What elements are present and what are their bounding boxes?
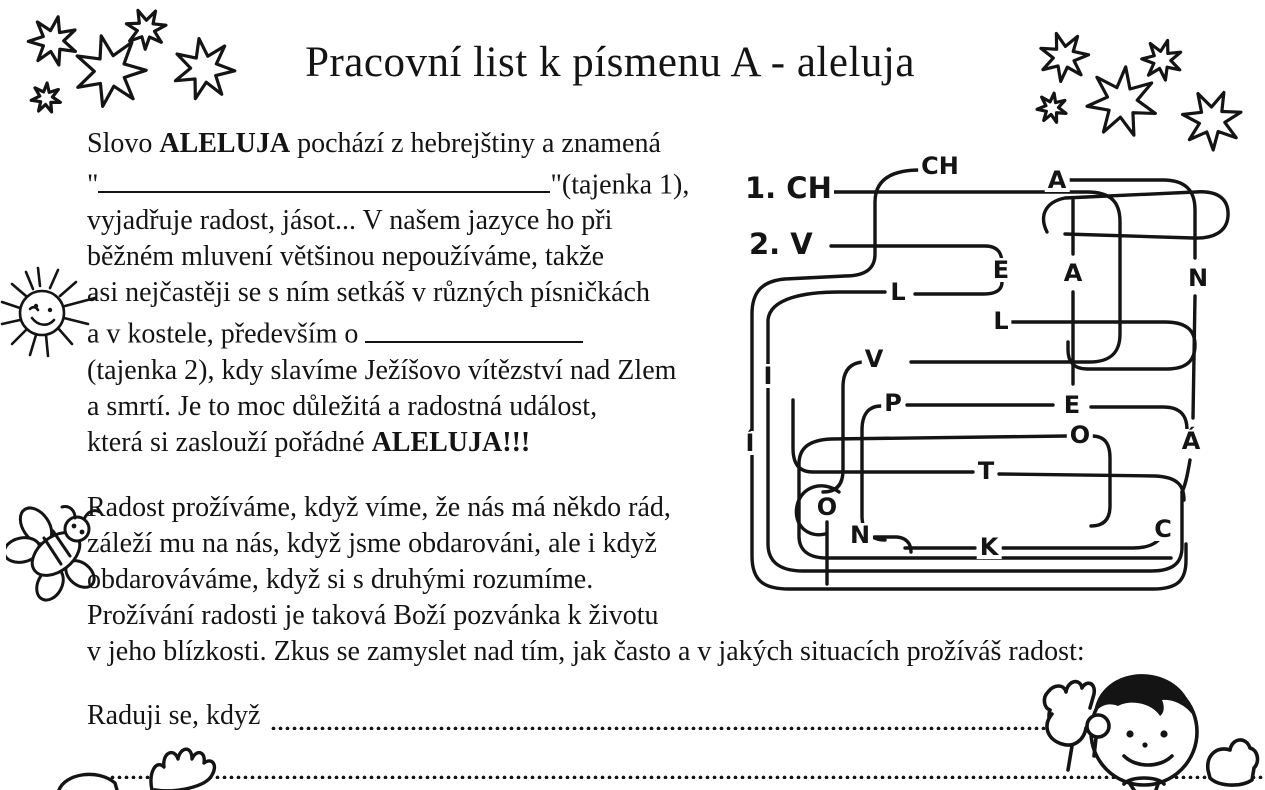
radost-paragraph: Radost prožíváme, když víme, že nás má n… <box>87 490 1085 670</box>
intro-line-7: (tajenka 2), kdy slavíme Ježíšovo vítězs… <box>87 354 677 386</box>
intro-line-2: ""(tajenka 1), <box>87 162 689 203</box>
answer-blank-1 <box>98 162 551 194</box>
radost-line-3: obdarováváme, když si s druhými rozumíme… <box>87 564 594 595</box>
maze-letter-13-Á: Á <box>1178 429 1204 453</box>
intro-line-9: která si zaslouží pořádné ALELUJA!!! <box>87 426 531 458</box>
maze-start-label-1: 1. CH <box>743 171 834 205</box>
fill-in-prompt: Raduji se, když <box>87 700 261 731</box>
smiling-sun-icon <box>0 266 97 358</box>
maze-letter-7-V: V <box>861 347 887 371</box>
answer-blank-2 <box>365 311 584 343</box>
dotted-answer-line-1 <box>270 725 1062 730</box>
maze-letter-2-E: E <box>989 258 1013 282</box>
maze-letter-4-N: N <box>1184 266 1212 290</box>
intro-paragraph: Slovo ALELUJA pochází z hebrejštiny a zn… <box>87 126 689 461</box>
maze-letter-10-P: P <box>881 391 905 415</box>
stars-cluster-left-icon <box>23 3 243 114</box>
page-title: Pracovní list k písmenu A - aleluja <box>305 39 915 86</box>
radost-line-5: v jeho blízkosti. Zkus se zamyslet nad t… <box>87 636 1085 667</box>
radost-line-4: Prožívání radosti je taková Boží pozvánk… <box>87 600 659 631</box>
maze-letter-14-T: T <box>974 459 998 483</box>
intro-line-5: asi nejčastěji se s ním setkáš v různých… <box>87 277 650 309</box>
maze-letter-17-K: K <box>976 535 1002 559</box>
maze-letter-15-O: O <box>813 495 841 519</box>
maze-start-label-2: 2. V <box>747 227 815 261</box>
maze-letter-12-O: O <box>1066 423 1094 447</box>
maze-letter-16-N: N <box>846 523 874 547</box>
dotted-answer-line-2 <box>95 774 1265 779</box>
maze-letter-18-C: C <box>1151 517 1175 541</box>
maze-letter-5-L: L <box>887 280 909 304</box>
maze-letter-8-I: I <box>760 364 776 388</box>
raised-hand-icon <box>57 747 217 790</box>
intro-line-1: Slovo ALELUJA pochází z hebrejštiny a zn… <box>87 128 661 159</box>
maze-letter-0-CH: CH <box>918 154 962 178</box>
child-icon <box>1042 674 1260 790</box>
maze-letter-3-A: A <box>1060 261 1086 285</box>
maze-letter-1-A: A <box>1044 168 1070 192</box>
maze-letter-6-L: L <box>990 309 1012 333</box>
intro-line-4: běžném mluvení většinou nepoužíváme, tak… <box>87 241 605 273</box>
maze-letter-9-Í: Í <box>742 431 758 455</box>
bee-icon <box>6 505 102 602</box>
intro-line-8: a smrtí. Je to moc důležitá a radostná u… <box>87 390 598 422</box>
bold-aleluja-exclaim: ALELUJA!!! <box>371 426 531 458</box>
maze-lines <box>750 168 1230 591</box>
intro-line-6: a v kostele, především o <box>87 311 689 352</box>
intro-line-3: vyjadřuje radost, jásot... V našem jazyc… <box>87 205 613 237</box>
stars-cluster-right-icon <box>1032 24 1253 152</box>
maze-letter-11-E: E <box>1060 393 1084 417</box>
radost-line-1: Radost prožíváme, když víme, že nás má n… <box>87 492 671 523</box>
radost-line-2: záleží mu na nás, když jsme obdarováni, … <box>87 528 657 559</box>
fill-in-line: Raduji se, když <box>87 698 1062 734</box>
bold-aleluja: ALELUJA <box>159 128 291 159</box>
